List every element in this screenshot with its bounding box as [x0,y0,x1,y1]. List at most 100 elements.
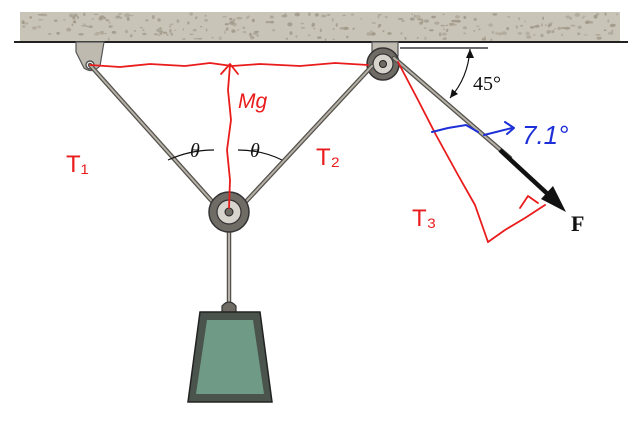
ceiling-speckle [37,25,42,29]
ceiling-speckle [475,25,480,27]
ceiling-speckle [397,18,404,20]
ceiling-speckle [443,37,448,39]
ceiling-speckle [199,26,203,28]
ceiling-speckle [103,17,107,20]
ceiling-speckle [490,38,493,42]
ceiling-speckle [169,23,174,26]
ceiling-speckle [192,28,197,32]
top-pulley-axle [379,60,387,68]
ceiling-speckle [335,23,338,27]
ceiling-speckle [187,21,190,25]
ceiling-speckle [411,13,413,16]
ceiling-speckle [387,32,392,35]
red-weight-arrow [220,63,239,75]
ceiling-speckle [314,13,319,17]
ceiling-speckle [541,23,543,27]
ceiling-speckle [525,31,530,36]
ceiling-speckle [83,23,86,26]
ceiling-speckle [108,21,111,24]
ceiling-speckle [142,29,145,32]
ceiling-speckle [168,25,171,28]
ceiling-speckle [85,25,89,27]
ceiling-speckle [483,36,486,40]
ceiling-speckle [236,16,243,20]
theta-left-arc [167,149,215,161]
ceiling-speckle [68,13,75,18]
top-pulley [366,41,400,81]
ceiling-speckle [88,25,93,29]
ceiling-speckle [242,30,247,34]
ceiling-speckle [294,12,300,17]
ceiling-speckle [74,13,78,17]
ceiling-speckle [66,27,72,32]
ceiling-speckle [269,15,274,19]
ceiling-speckle [596,36,602,40]
ceiling-speckle [495,31,498,35]
ceiling-speckle [256,34,259,37]
ceiling-speckle [584,34,588,36]
ceiling-speckle [272,29,275,32]
ceiling-speckle [324,38,327,41]
ceiling-speckle [462,26,467,30]
red-horizontal-line [89,62,369,68]
red-right-angle [519,195,539,209]
ceiling-texture [21,12,619,42]
ceiling-speckle [560,27,567,29]
ceiling-speckle [546,29,552,34]
ceiling-speckle [424,36,427,40]
ceiling-speckle [611,29,614,33]
ceiling-speckle [56,31,60,35]
label-mg: Mg [238,90,267,113]
ceiling-speckle [77,15,79,20]
angle-45-marker: 45° [400,47,501,99]
ceiling-speckle [93,33,100,36]
ceiling-speckle [445,24,449,26]
ceiling-speckle [515,25,518,29]
theta-right-arc [237,149,283,161]
ceiling-speckle [159,31,163,36]
ceiling-speckle [378,13,383,16]
ceiling-speckle [550,22,553,24]
ceiling-speckle [463,15,467,20]
ceiling-speckle [119,16,123,19]
ceiling-speckle [423,19,430,23]
ceiling-speckle [251,18,255,23]
label-t2: T₂ [316,144,340,171]
ceiling-speckle [473,17,477,21]
ceiling-speckle [366,32,373,36]
ceiling-speckle [308,34,311,36]
angle-45-label: 45° [473,73,501,95]
ceiling-speckle [331,18,334,22]
ceiling-speckle [501,31,508,36]
ceiling-speckle [285,37,288,40]
label-t3: T₃ [412,205,436,232]
ceiling-speckle [439,32,442,37]
ceiling-speckle [71,23,74,27]
label-t1: T₁ [66,151,89,178]
ceiling-speckle [111,30,117,34]
ceiling-speckle [463,32,466,35]
ceiling-speckle [517,32,523,35]
ceiling-speckle [332,38,336,41]
ceiling-speckle [423,27,427,29]
ceiling-speckle [564,26,571,30]
ceiling-speckle [360,17,363,20]
ceiling-speckle [319,28,322,33]
ceiling-speckle [249,35,255,40]
ceiling-speckle [204,14,207,17]
ceiling-speckle [205,28,208,32]
force-label: F [571,211,584,236]
ceiling-speckle [526,35,532,39]
ceiling-speckle [416,37,419,39]
ceiling-speckle [595,12,600,16]
ceiling-speckle [594,33,601,36]
ceiling-speckle [342,14,346,17]
ceiling-speckle [415,14,421,19]
ceiling-speckle [37,19,44,21]
ceiling-speckle [124,13,130,18]
ceiling-speckle [204,18,209,22]
ceiling-speckle [384,15,388,19]
ceiling-speckle [169,28,172,33]
ceiling-speckle [31,26,38,30]
